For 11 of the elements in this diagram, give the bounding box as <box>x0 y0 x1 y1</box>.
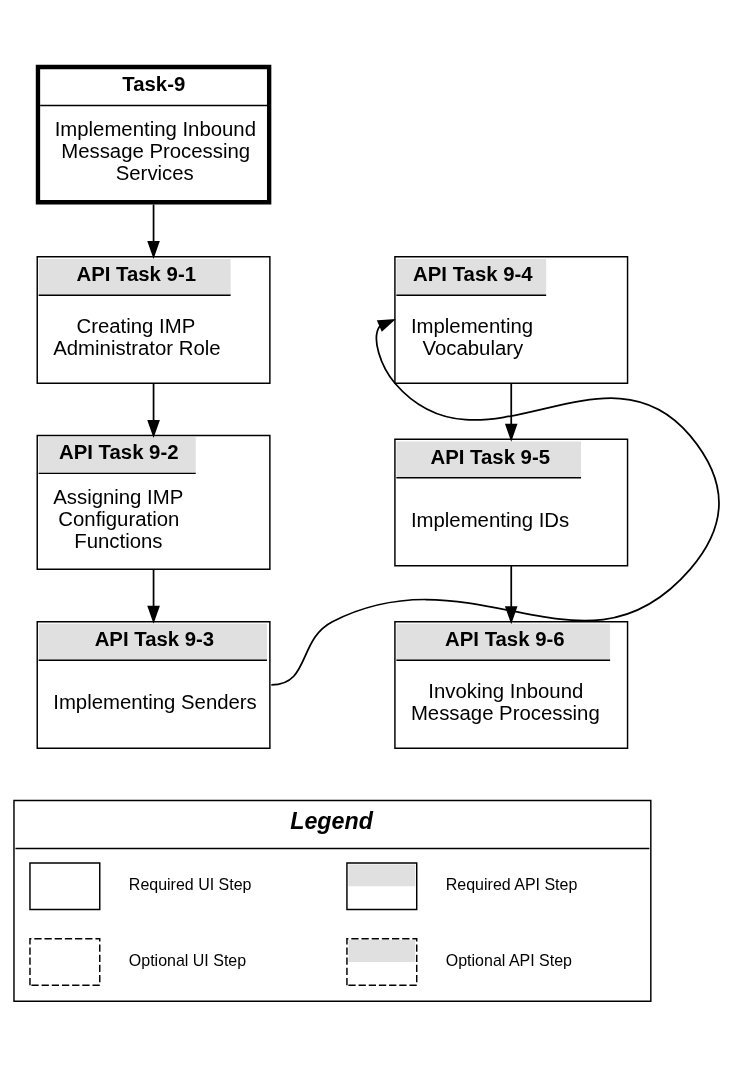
arrow <box>504 564 518 625</box>
arrow <box>504 382 518 442</box>
arrow <box>147 568 160 624</box>
arrow <box>147 382 160 439</box>
arrow <box>270 318 720 686</box>
legend-label: Optional API Step <box>445 952 572 969</box>
label: Legend <box>290 808 373 835</box>
legend-label: Required UI Step <box>128 876 252 894</box>
arrow <box>147 203 160 259</box>
legend-label: Optional UI Step <box>128 952 247 969</box>
legend-label: Required API Step <box>445 876 578 894</box>
